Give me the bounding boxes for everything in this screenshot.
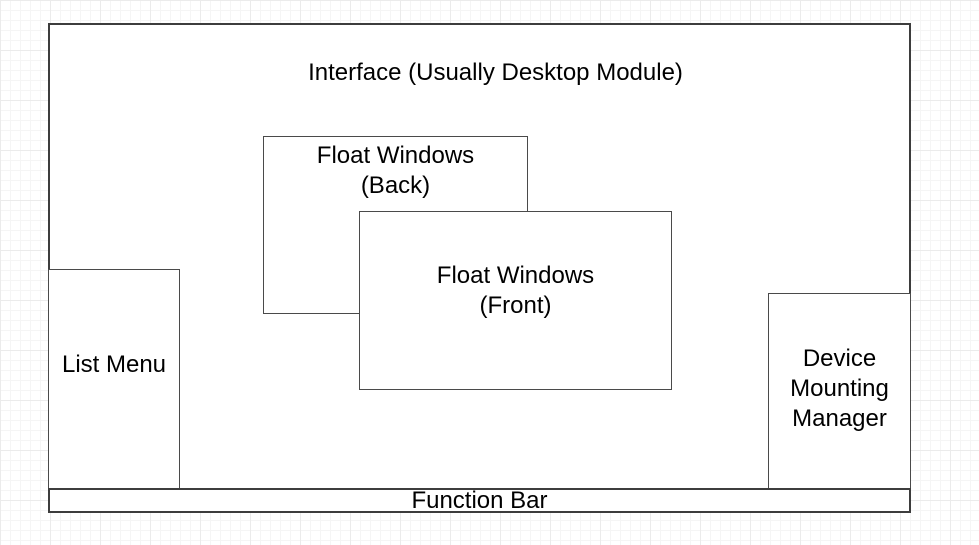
interface-label: Interface (Usually Desktop Module) bbox=[308, 59, 683, 86]
list-menu-label: List Menu bbox=[61, 351, 167, 378]
device-mounting-manager-box[interactable]: Device Mounting Manager bbox=[768, 293, 911, 489]
float-windows-back-label: Float Windows (Back) bbox=[316, 142, 475, 199]
device-mounting-manager-label: Device Mounting Manager bbox=[790, 345, 889, 432]
function-bar-label: Function Bar bbox=[411, 487, 548, 514]
list-menu-box[interactable]: List Menu bbox=[48, 269, 180, 489]
float-windows-front-box[interactable]: Float Windows (Front) bbox=[359, 211, 672, 390]
float-windows-front-label: Float Windows (Front) bbox=[436, 261, 595, 319]
function-bar-box[interactable]: Function Bar bbox=[48, 488, 911, 513]
